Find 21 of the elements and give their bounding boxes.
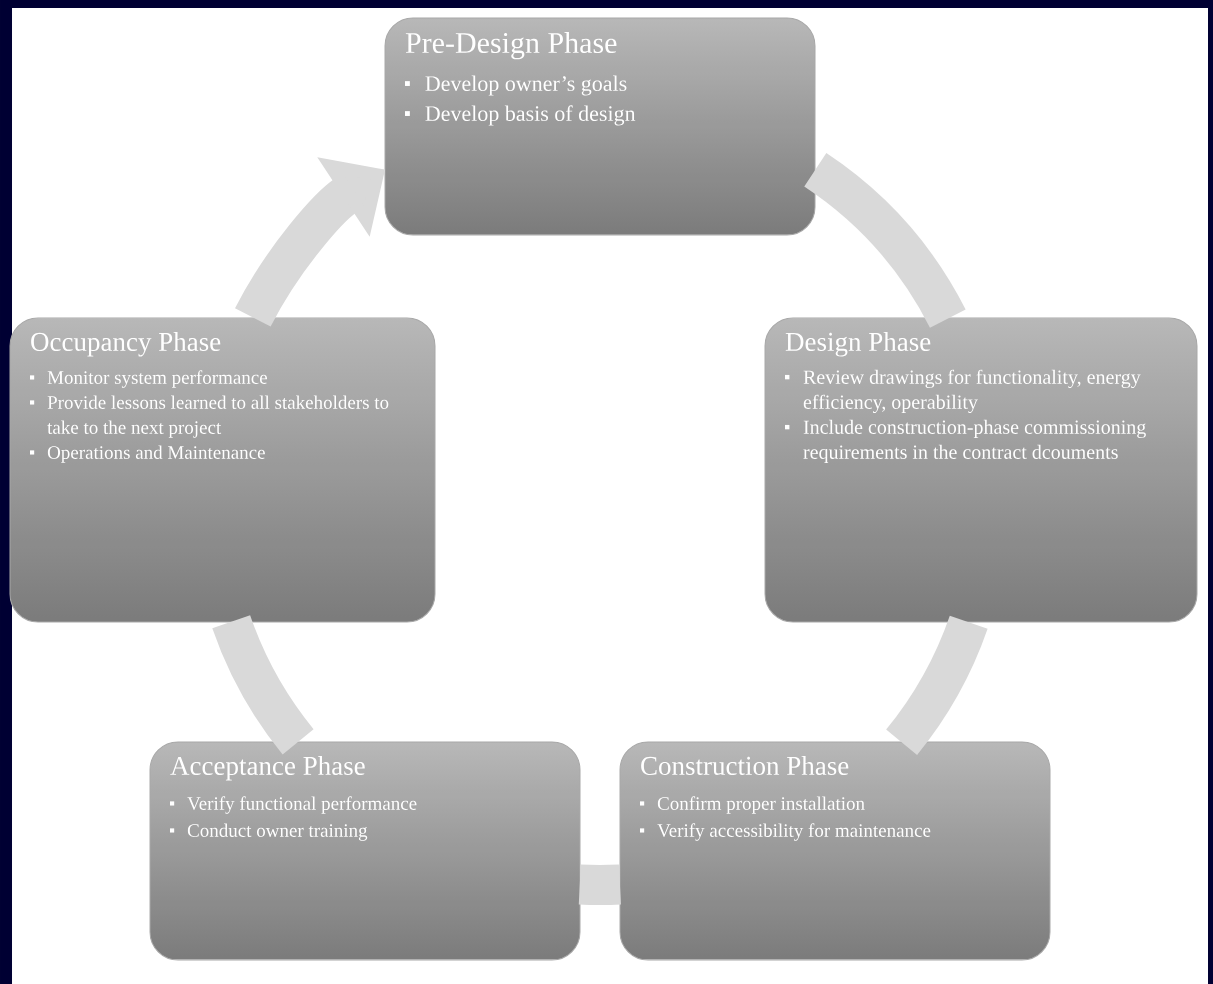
phase-heading: Pre-Design Phase	[405, 32, 617, 60]
bullet-text: Conduct owner training	[187, 823, 368, 841]
phase-heading: Design Phase	[785, 332, 931, 357]
phase-heading: Construction Phase	[641, 756, 849, 775]
phase-heading: Acceptance Phase	[170, 756, 365, 781]
bullet-text: Confirm proper installation	[657, 796, 865, 814]
bullet-text: Verify functional performance	[187, 796, 417, 814]
bullet-text: Develop basis of design	[425, 105, 636, 126]
phase-box	[764, 317, 1198, 623]
bullet-text: Verify accessibility for maintenance	[657, 823, 931, 841]
phase-box	[619, 741, 1051, 961]
phase-box	[384, 17, 816, 236]
phase-heading: Occupancy Phase	[31, 332, 221, 357]
bullet-text: Include construction-phase commissioning requirements in the contract dcouments	[803, 419, 1146, 463]
phase-box	[149, 741, 581, 961]
bullet-text: Develop owner’s goals	[425, 75, 627, 96]
bullet-text: Review drawings for functionality, energy efficiency, operability	[803, 369, 1141, 414]
bullet-text: Operations and Maintenance	[47, 445, 265, 463]
bullet-text: Provide lessons learned to all stakeholders to take to the next project	[47, 395, 389, 438]
bullet-text: Monitor system performance	[47, 370, 267, 388]
phase-box	[9, 317, 436, 623]
